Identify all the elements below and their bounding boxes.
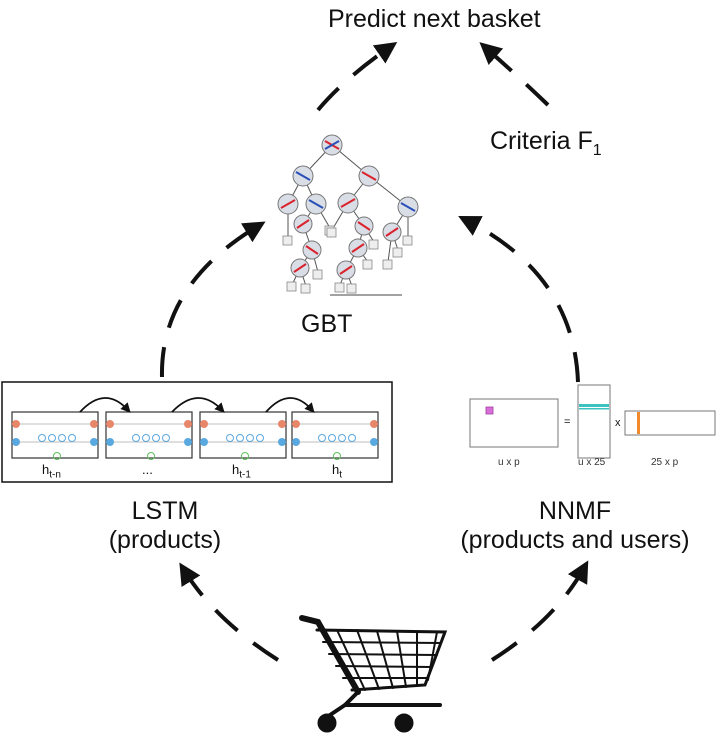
matrix-label-m2: u x 25: [578, 457, 606, 468]
lstm-h-tn-main: h: [42, 462, 50, 477]
matrix-eq: =: [564, 416, 571, 428]
lstm-h-tn-sub: t-n: [49, 469, 61, 481]
matrix-label-m3: 25 x p: [651, 457, 679, 468]
lstm-h-t1: ht-1: [232, 462, 251, 481]
lstm-h-t: ht: [332, 462, 342, 481]
gbt-label: GBT: [301, 310, 353, 338]
lstm-label: LSTM (products): [90, 497, 240, 555]
matrix-factorization-icon: [469, 384, 716, 459]
predict-label: Predict next basket: [328, 5, 541, 33]
criteria-subscript: 1: [592, 142, 602, 159]
decision-tree-icon: [277, 134, 419, 296]
matrix-label-m1: u x p: [498, 457, 520, 468]
lstm-h-t-main: h: [332, 462, 340, 477]
criteria-label: Criteria F1: [490, 127, 602, 160]
lstm-label-line1: LSTM: [131, 497, 199, 525]
arrow-cart-to-lstm: [179, 562, 280, 662]
arrow-lstm-to-gbt: [159, 221, 266, 378]
nnmf-label-line2: (products and users): [460, 526, 690, 554]
arrow-cart-to-nnmf: [490, 560, 589, 662]
criteria-text: Criteria F: [490, 127, 593, 155]
nnmf-label-line1: NNMF: [538, 497, 612, 525]
lstm-dots: ...: [142, 462, 153, 477]
lstm-label-line2: (products): [108, 526, 222, 554]
nnmf-label: NNMF (products and users): [440, 497, 710, 555]
shopping-cart-icon: [299, 615, 448, 733]
arrow-gbt-to-predict: [316, 42, 398, 112]
lstm-h-t1-sub: t-1: [239, 469, 251, 481]
lstm-h-t-sub: t: [339, 469, 343, 481]
arrow-nnmf-to-gbt: [458, 216, 580, 383]
lstm-h-tn: ht-n: [42, 462, 61, 481]
matrix-times: x: [615, 417, 621, 429]
lstm-chain-icon: [1, 381, 393, 483]
arrow-criteria-to-predict: [479, 42, 550, 107]
lstm-h-t1-main: h: [232, 462, 240, 477]
